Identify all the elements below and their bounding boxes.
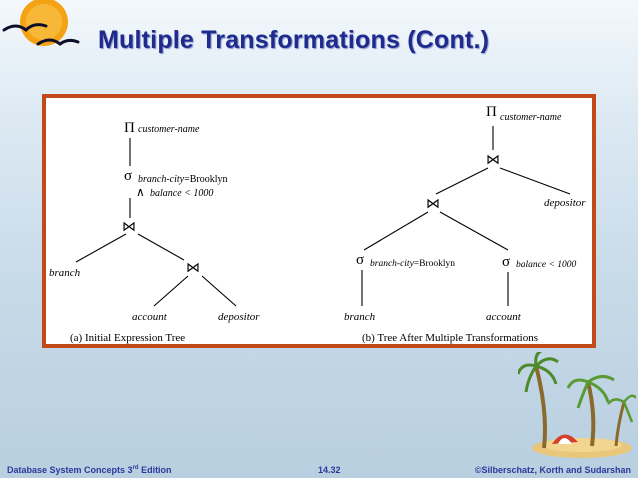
tree-b-project-attr: customer-name xyxy=(500,112,562,123)
tree-b-select2-cond: balance < 1000 xyxy=(516,260,576,270)
expression-tree-figure: Π customer-name σ branch-city=Brooklyn ∧… xyxy=(42,94,596,348)
tree-a-edge-join1-branch xyxy=(75,233,127,263)
tree-b-edge-join1-depositor xyxy=(499,167,571,195)
tree-b-select1-symbol: σ xyxy=(356,252,364,268)
tree-b-select1-cond: branch-city=Brooklyn xyxy=(370,259,455,269)
tree-a-edge-join2-account xyxy=(153,275,189,307)
tree-a-select-symbol: σ xyxy=(124,168,132,184)
sun-birds-logo-icon xyxy=(2,0,80,46)
tree-b-depositor-label: depositor xyxy=(544,197,586,209)
tree-a-project-symbol: Π xyxy=(124,120,135,136)
tree-b-edge-join2-select1 xyxy=(363,211,429,251)
palm-island-icon xyxy=(518,352,636,458)
footer-course-title: Database System Concepts 3rd Edition xyxy=(7,465,172,475)
tree-a-project-attr: customer-name xyxy=(138,124,200,135)
tree-b-edge-join2-select2 xyxy=(439,211,509,251)
tree-b-join2-symbol: ⋈ xyxy=(426,197,440,212)
footer-left-text: Database System Concepts 3 xyxy=(7,465,133,475)
tree-a-select-cond1: branch-city=Brooklyn xyxy=(138,174,228,185)
tree-b-account-label: account xyxy=(486,311,522,323)
tree-a-join2-symbol: ⋈ xyxy=(186,261,200,276)
tree-b-project-symbol: Π xyxy=(486,104,497,120)
tree-a-branch-label: branch xyxy=(49,267,81,279)
tree-a-depositor-label: depositor xyxy=(218,311,260,323)
tree-a-cond1-attr: branch-city xyxy=(138,174,185,185)
tree-a: Π customer-name σ branch-city=Brooklyn ∧… xyxy=(49,120,260,344)
tree-b-join1-symbol: ⋈ xyxy=(486,153,500,168)
slide-title: Multiple Transformations (Cont.) xyxy=(98,26,490,54)
tree-b-branch-label: branch xyxy=(344,311,376,323)
tree-a-caption: (a) Initial Expression Tree xyxy=(70,332,185,344)
footer-left-suffix: Edition xyxy=(138,465,172,475)
tree-a-edge-join2-depositor xyxy=(201,275,237,307)
tree-b-cond1-value: =Brooklyn xyxy=(414,259,455,269)
tree-a-and-symbol: ∧ xyxy=(136,185,145,199)
tree-a-join1-symbol: ⋈ xyxy=(122,220,136,235)
tree-b-edge-join1-join2 xyxy=(435,167,489,195)
tree-a-cond1-value: =Brooklyn xyxy=(184,174,227,185)
tree-b: Π customer-name ⋈ depositor ⋈ σ branch-c… xyxy=(344,104,586,344)
tree-a-select-cond2: balance < 1000 xyxy=(150,188,213,199)
tree-b-cond1-attr: branch-city xyxy=(370,259,415,269)
expression-trees-diagram: Π customer-name σ branch-city=Brooklyn ∧… xyxy=(49,104,586,344)
tree-a-edge-join1-join2 xyxy=(137,233,185,261)
tree-b-select2-symbol: σ xyxy=(502,254,510,270)
footer-page-number: 14.32 xyxy=(318,465,341,475)
footer-left-sup: rd xyxy=(132,465,139,471)
footer-copyright: ©Silberschatz, Korth and Sudarshan xyxy=(474,465,631,475)
tree-b-caption: (b) Tree After Multiple Transformations xyxy=(362,332,538,344)
tree-a-account-label: account xyxy=(132,311,168,323)
